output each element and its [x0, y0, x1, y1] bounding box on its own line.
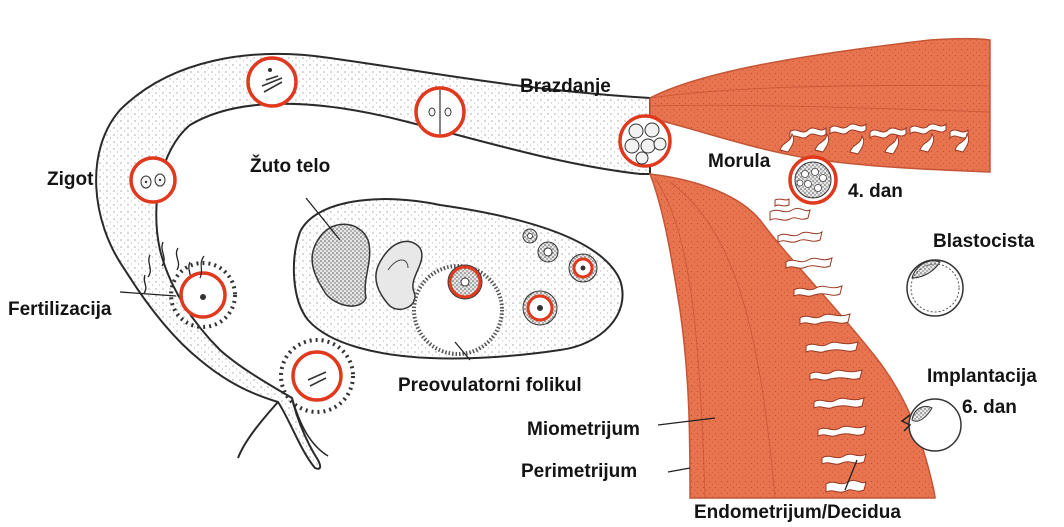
ovary: [294, 198, 623, 360]
label-endometrijum-decidua: Endometrijum/Decidua: [694, 503, 901, 522]
label-zigot: Zigot: [47, 170, 93, 189]
uterine-wall-lower: [650, 174, 935, 498]
label-day-4: 4. dan: [848, 182, 903, 201]
zygote: [131, 158, 175, 202]
label-miometrijum: Miometrijum: [527, 420, 640, 439]
ovulated-oocyte: [281, 340, 353, 412]
label-day-6: 6. dan: [962, 398, 1017, 417]
label-preovulatorni-folikul: Preovulatorni folikul: [398, 376, 582, 395]
label-zuto-telo: Žuto telo: [250, 157, 330, 176]
zygote-mitosis: [248, 58, 296, 106]
blastocyst: [907, 260, 963, 316]
label-morula: Morula: [708, 152, 770, 171]
label-blastocista: Blastocista: [933, 232, 1034, 251]
two-cell-stage: [416, 88, 464, 136]
label-brazdanje: Brazdanje: [520, 77, 611, 96]
label-perimetrijum: Perimetrijum: [521, 462, 637, 481]
label-fertilizacija: Fertilizacija: [8, 300, 112, 319]
label-implantacija: Implantacija: [927, 367, 1037, 386]
cleavage-stage: [620, 116, 670, 166]
morula: [790, 157, 836, 203]
